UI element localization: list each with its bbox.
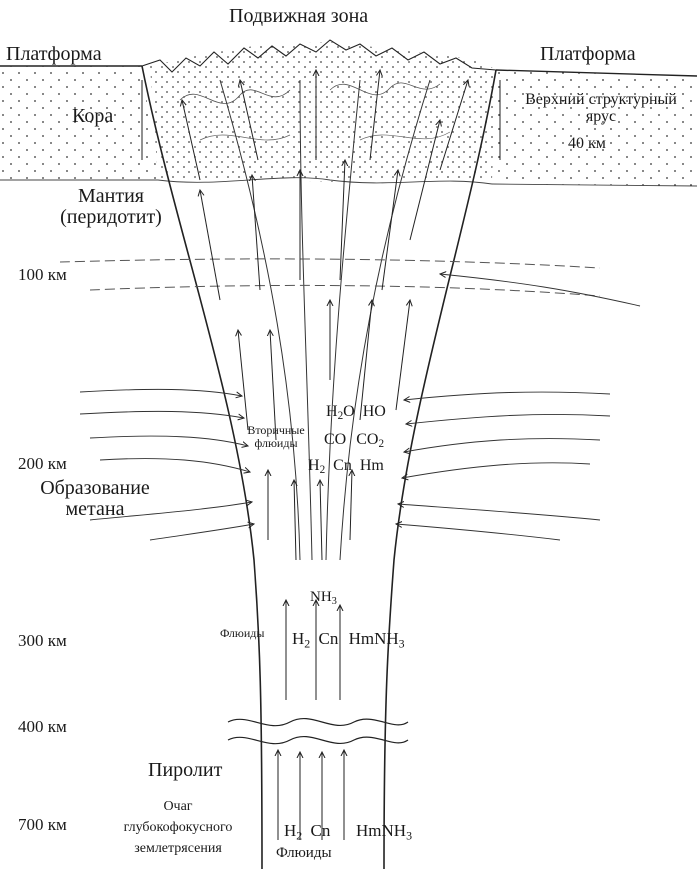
upper-tier-label: Верхний структурный ярус — [508, 92, 694, 126]
upward-arrows — [182, 70, 468, 840]
level-100-b — [90, 285, 600, 296]
depth-200-label: 200 км — [18, 455, 67, 473]
level-100-a — [60, 259, 600, 268]
zone-boundary-right — [384, 70, 496, 869]
crust-right — [492, 70, 697, 186]
depth-300-label: 300 км — [18, 632, 67, 650]
chem-h2-cn-hm-upper: H2 Cn Hm — [308, 458, 384, 477]
secondary-fluids-label: Вторичные флюиды — [236, 424, 316, 449]
mobile-zone-title: Подвижная зона — [229, 6, 368, 27]
break-400-b — [228, 737, 408, 744]
earthquake-focus-label: Очаг глубокофокусного землетрясения — [98, 796, 258, 859]
chem-nh3: NH3 — [310, 590, 337, 607]
platform-right-label: Платформа — [540, 44, 636, 65]
crust-depth-label: 40 км — [568, 136, 606, 153]
chem-h2o-ho: H2O HO — [326, 404, 386, 423]
crust-label: Кора — [72, 106, 113, 127]
chem-h2-cn-bottom: H2 Cn — [284, 822, 330, 842]
break-400-a — [228, 719, 408, 726]
depth-400-label: 400 км — [18, 718, 67, 736]
fluids-bottom-label: Флюиды — [276, 846, 332, 862]
depth-700-label: 700 км — [18, 816, 67, 834]
chem-hmnh3-bottom: HmNH3 — [356, 822, 412, 842]
fluids-side-label: Флюиды — [220, 627, 264, 640]
platform-left-label: Платформа — [6, 44, 102, 65]
chem-co-co2: CO CO2 — [324, 432, 384, 451]
methane-formation-label: Образование метана — [20, 478, 170, 520]
pyrolite-label: Пиролит — [148, 760, 222, 781]
chem-h2-cn-hmnh3-mid: H2 Cn HmNH3 — [292, 630, 405, 650]
mantle-label: Мантия (перидотит) — [36, 186, 186, 228]
depth-100-label: 100 км — [18, 266, 67, 284]
